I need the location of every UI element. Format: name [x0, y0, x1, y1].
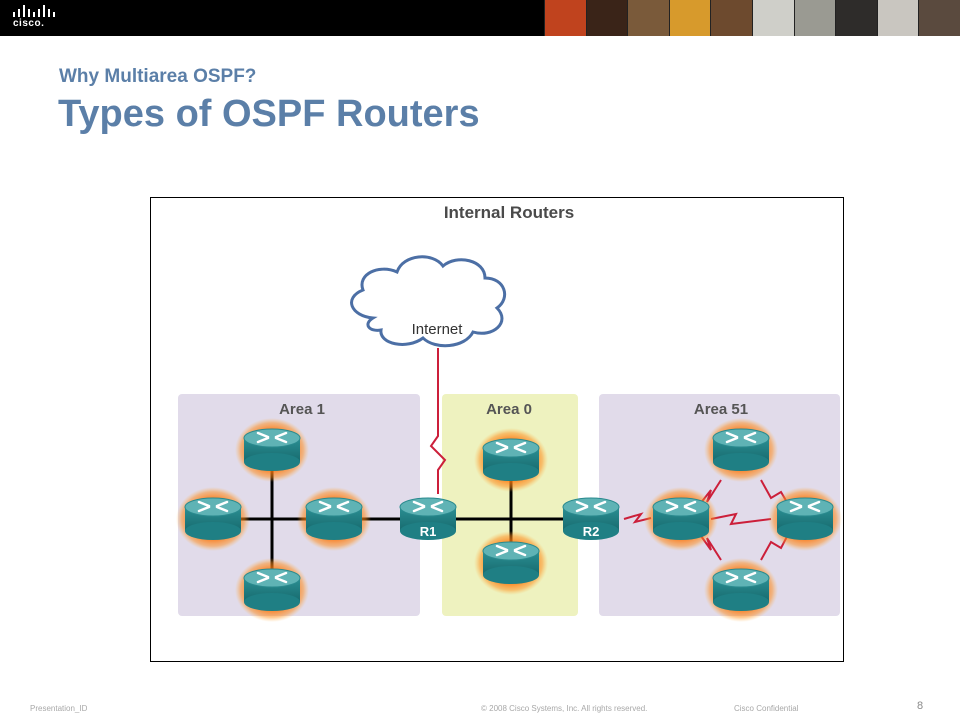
router-a51-top-icon — [704, 418, 778, 482]
slide-subtitle: Why Multiarea OSPF? — [59, 66, 257, 87]
ospf-diagram: Internal Routers Area 1 Area 0 Area 51 I… — [150, 197, 844, 662]
header-bar: cisco. — [0, 0, 960, 36]
header-photo-1 — [544, 0, 586, 36]
router-a1-top-icon — [235, 418, 309, 482]
footer-copyright: © 2008 Cisco Systems, Inc. All rights re… — [481, 704, 648, 713]
header-photo-5 — [710, 0, 752, 36]
area-51-region — [599, 394, 840, 616]
router-a1-right-icon — [297, 487, 371, 551]
header-photo-strip — [544, 0, 960, 36]
router-r2-label: R2 — [583, 524, 600, 539]
router-a0-top-icon — [474, 428, 548, 492]
internet-cloud-icon — [350, 255, 507, 348]
header-photo-2 — [585, 0, 628, 36]
header-photo-4 — [668, 0, 711, 36]
router-r2-icon — [562, 497, 620, 540]
router-r1-label: R1 — [420, 524, 437, 539]
router-a51-left-icon — [644, 487, 718, 551]
diagram-title: Internal Routers — [444, 203, 574, 222]
router-a1-bottom-icon — [235, 558, 309, 622]
router-a0-bottom-icon — [474, 531, 548, 595]
header-photo-8 — [835, 0, 877, 36]
footer-presentation-id: Presentation_ID — [30, 704, 88, 713]
footer-confidential: Cisco Confidential — [734, 704, 799, 713]
cisco-bars-icon — [13, 5, 55, 17]
cisco-logo: cisco. — [11, 4, 59, 32]
area-0-label: Area 0 — [486, 401, 532, 418]
logo-wordmark: cisco. — [13, 18, 45, 29]
area-51-label: Area 51 — [694, 401, 748, 418]
page-number: 8 — [917, 700, 924, 712]
internet-label: Internet — [412, 321, 464, 338]
slide-title: Types of OSPF Routers — [58, 93, 480, 135]
header-photo-9 — [876, 0, 919, 36]
area-1-label: Area 1 — [279, 401, 325, 418]
router-a51-bottom-icon — [704, 558, 778, 622]
router-a51-right-icon — [768, 487, 842, 551]
router-a1-left-icon — [176, 487, 250, 551]
header-photo-6 — [751, 0, 794, 36]
internet-serial-link — [429, 348, 447, 494]
diagram-canvas: Internal Routers Area 1 Area 0 Area 51 I… — [176, 203, 842, 622]
router-r1-icon — [399, 497, 457, 540]
header-photo-7 — [793, 0, 836, 36]
header-photo-10 — [918, 0, 960, 36]
header-photo-3 — [627, 0, 669, 36]
routers-layer: R1 R2 — [176, 418, 842, 622]
